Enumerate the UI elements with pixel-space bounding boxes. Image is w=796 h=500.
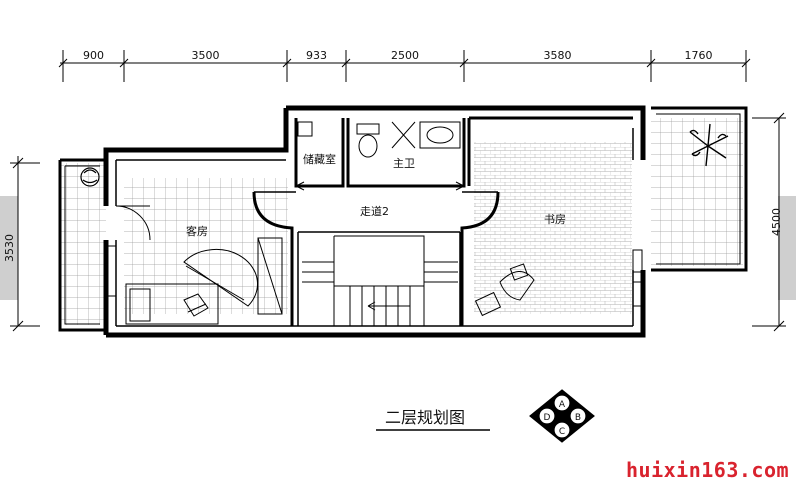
watermark: huixin163.com [626,458,790,482]
dimension-tick-slash [282,58,292,68]
compass-d: D [544,413,551,423]
plan-title: 二层规划图 [385,408,465,427]
floor-finishes [60,118,743,325]
room-label-storage: 储藏室 [303,152,336,166]
study-furniture [474,263,535,317]
top-dimension-label: 1760 [685,49,713,62]
dimension-tick-slash [119,58,129,68]
compass-c: C [559,427,565,437]
walls [58,105,748,338]
room-label-study: 书房 [544,213,566,226]
top-dimension-label: 3580 [544,49,572,62]
room-label-master-bath: 主卫 [393,157,415,170]
dimension-tick-slash [58,58,68,68]
room-label-guest: 客房 [186,224,208,238]
potted-plant-icon [80,167,100,187]
dimension-tick-slash [459,58,469,68]
top-dimension-label: 3500 [192,49,220,62]
left-dimension-line [10,156,40,332]
dimension-tick-slash [741,58,751,68]
top-dimension-labels: 900 3500 933 2500 3580 1760 [83,49,713,62]
compass-b: B [575,413,581,423]
dimension-tick-slash [341,58,351,68]
guest-room-furniture [125,237,283,325]
top-dimension-label: 2500 [391,49,419,62]
palm-plant-icon [689,123,729,167]
right-side-tab [778,196,796,300]
compass-icon [529,389,595,443]
right-dimension-line [752,112,786,332]
top-dimension-label: 933 [306,49,327,62]
dimension-tick-slash [646,58,656,68]
bathroom-fixtures [297,121,461,158]
left-dimension-label: 3530 [3,234,16,262]
room-label-corridor: 走道2 [360,204,389,218]
doors [106,181,643,307]
top-dimension-label: 900 [83,49,104,62]
right-dimension-label: 4500 [770,208,783,236]
staircase [302,261,458,326]
left-side-tab [0,196,18,300]
top-dimension-line [58,50,751,82]
compass-a: A [559,400,566,410]
